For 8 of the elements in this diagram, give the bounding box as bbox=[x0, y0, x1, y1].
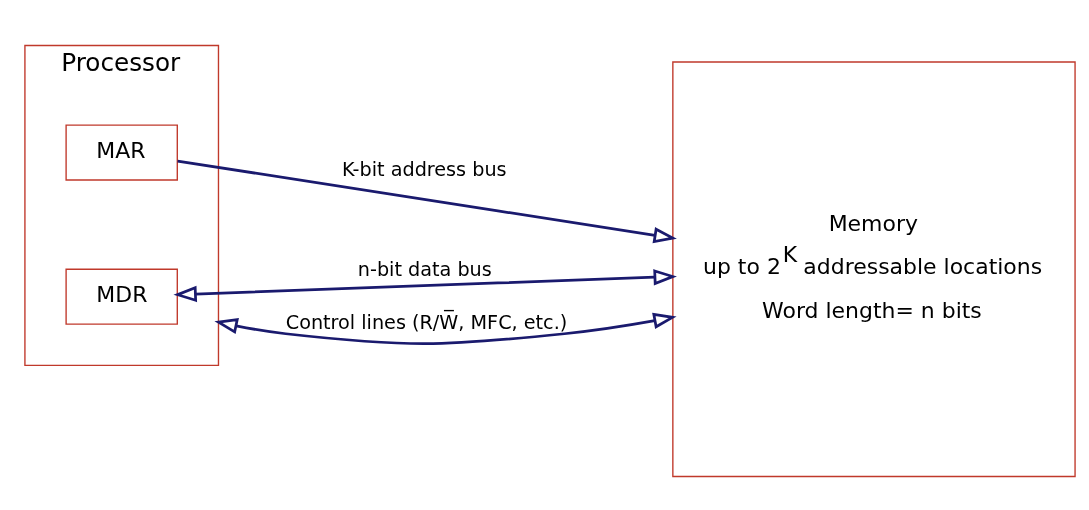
edge-label: Control lines (R/W̅, MFC, etc.) bbox=[285, 310, 568, 334]
edge-label: n-bit data bus bbox=[357, 257, 492, 281]
arrow bbox=[177, 159, 677, 243]
arrow bbox=[173, 268, 677, 302]
edge-label: K-bit address bus bbox=[342, 157, 507, 181]
node-box: MDR bbox=[65, 268, 178, 325]
arrow bbox=[214, 312, 677, 345]
node-box: MAR bbox=[65, 123, 178, 181]
